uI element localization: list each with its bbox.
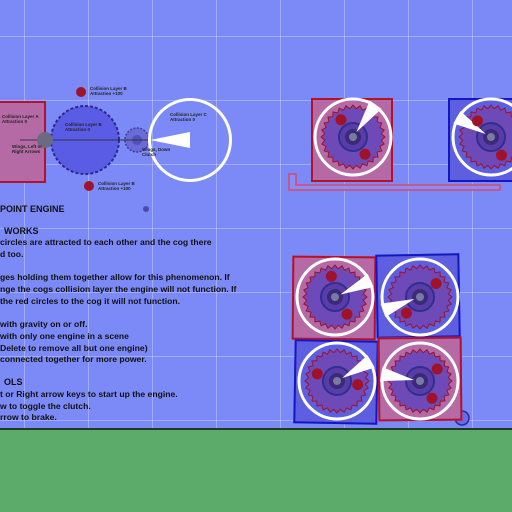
cog-ring: [451, 97, 512, 177]
instructions-how-heading: WORKS: [4, 226, 39, 236]
cog-axle: [349, 133, 357, 141]
cog-axle: [487, 133, 495, 141]
attractor-dot: [431, 363, 443, 375]
instructions-title: POINT ENGINE: [0, 204, 65, 214]
cog-ring: [380, 257, 460, 337]
cog-wedge: [342, 355, 375, 378]
demo-attractor-bottom[interactable]: [84, 181, 94, 191]
instructions-control-3: rrow to brake.: [0, 412, 57, 422]
attractor-dot: [430, 278, 442, 290]
attractor-dot: [472, 115, 484, 127]
instructions-line-4: nge the cogs collision layer the engine …: [0, 284, 237, 294]
shelf-platform[interactable]: [288, 173, 501, 191]
instructions-line-5: the red circles to the cog it will not f…: [0, 296, 181, 306]
ground[interactable]: [0, 428, 512, 512]
attractor-dot: [359, 148, 371, 160]
label-wings-left-right: Wings, Left or Right Arrows: [12, 144, 42, 154]
engine-grid-3[interactable]: [297, 341, 377, 421]
cog-axle: [416, 377, 424, 385]
attractor-dot: [335, 114, 347, 126]
attractor-dot: [325, 270, 337, 282]
demo-attractor-top[interactable]: [76, 87, 86, 97]
attractor-dot: [496, 149, 507, 161]
instructions-controls-heading: OLS: [4, 377, 23, 387]
label-collision-layer-a: Collision Layer A Attraction 0: [2, 114, 39, 124]
instructions-line-3: ges holding them together allow for this…: [0, 272, 230, 282]
instructions-control-2: w to toggle the clutch.: [0, 401, 91, 411]
label-collision-layer-b-bottom: Collision Layer B Attraction +100: [98, 181, 135, 191]
cog-wedge: [380, 299, 415, 318]
label-collision-layer-b-top: Collision Layer B Attraction +100: [90, 86, 127, 96]
cog-ring: [313, 97, 393, 177]
cog-ring: [295, 257, 375, 337]
cog-axle: [333, 377, 341, 385]
cog-axle: [416, 293, 424, 301]
engine-grid-2[interactable]: [380, 257, 460, 337]
attractor-dot: [426, 392, 438, 404]
instructions-line-8: Delete to remove all but one engine): [0, 343, 148, 353]
instructions-control-1: t or Right arrow keys to start up the en…: [0, 389, 178, 399]
demo-hub: [37, 132, 53, 148]
demo-ring[interactable]: [148, 98, 232, 182]
cog-wedge: [453, 111, 486, 134]
cog-ring: [380, 341, 460, 421]
engine-top-right[interactable]: [451, 97, 512, 177]
label-collision-layer-b-big: Collision Layer B Attraction 0: [65, 122, 102, 132]
engine-grid-1[interactable]: [295, 257, 375, 337]
instructions-line-7: with only one engine in a scene: [0, 331, 129, 341]
cog-wedge: [356, 100, 382, 133]
instructions-line-2: d too.: [0, 249, 24, 259]
engine-top-left[interactable]: [313, 97, 393, 177]
cog-ring: [297, 341, 377, 421]
engine-grid-4[interactable]: [380, 341, 460, 421]
instructions-line-6: with gravity on or off.: [0, 319, 88, 329]
cog-wedge: [340, 273, 374, 295]
attractor-dot: [341, 308, 353, 320]
instructions-line-9: connected together for more power.: [0, 354, 147, 364]
label-wings-down: Wings, Down Clutch: [142, 147, 171, 157]
instructions-line-1: circles are attracted to each other and …: [0, 237, 212, 247]
label-collision-layer-c: Collision Layer C Attraction 0: [170, 112, 207, 122]
attractor-dot: [401, 307, 413, 319]
attractor-dot: [352, 379, 364, 391]
gear-icon: [143, 206, 149, 212]
cog-wedge: [380, 367, 415, 382]
attractor-dot: [311, 368, 323, 380]
cog-axle: [331, 293, 339, 301]
